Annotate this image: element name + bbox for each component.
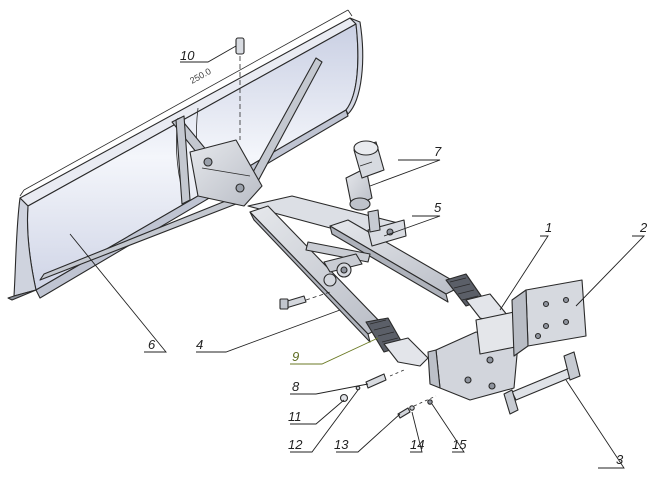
callout-3: 3 <box>616 452 624 467</box>
callout-15: 15 <box>452 437 467 452</box>
leader-4 <box>196 309 341 353</box>
hardware-parts <box>339 369 437 419</box>
mounting-plate-2 <box>511 279 587 357</box>
callout-1: 1 <box>545 220 552 235</box>
dimension-label: 250.0 <box>188 66 213 86</box>
washer-14 <box>409 405 415 411</box>
leader-15 <box>431 403 465 453</box>
leader-7 <box>369 159 441 187</box>
leader-1 <box>499 235 549 311</box>
callout-9: 9 <box>292 349 299 364</box>
leader-12 <box>290 389 359 453</box>
callout-11: 11 <box>288 409 302 424</box>
callout-5: 5 <box>434 200 442 215</box>
callout-12: 12 <box>288 437 303 452</box>
leader-6 <box>69 233 167 353</box>
nut-15 <box>427 399 433 405</box>
callout-leaders <box>69 45 646 469</box>
washer-11 <box>339 393 349 403</box>
leader-14 <box>410 411 423 453</box>
leader-11 <box>290 399 345 425</box>
callout-13: 13 <box>334 437 349 452</box>
bracket-5 <box>367 209 407 247</box>
callout-10: 10 <box>180 48 195 63</box>
pin-8 <box>365 373 387 389</box>
leader-8 <box>290 383 369 395</box>
callout-14: 14 <box>410 437 424 452</box>
bolt-arm <box>279 291 331 310</box>
callout-6: 6 <box>148 337 156 352</box>
leader-13 <box>336 413 401 453</box>
hydraulic-cylinder-7 <box>345 140 385 211</box>
spring-left <box>365 317 429 367</box>
split-pin-12 <box>355 385 361 391</box>
leader-3 <box>565 379 625 469</box>
blade-bracing-frame <box>39 57 323 281</box>
axle-3 <box>503 351 581 415</box>
bolt-13 <box>397 407 411 419</box>
callout-2: 2 <box>639 220 648 235</box>
leader-2 <box>575 235 646 307</box>
callout-8: 8 <box>292 379 300 394</box>
callout-7: 7 <box>434 144 442 159</box>
callout-labels: 10 7 5 1 2 3 4 6 9 8 11 12 13 14 15 <box>148 48 648 467</box>
leader-5 <box>383 215 441 237</box>
leader-10 <box>180 45 237 63</box>
a-frame-4 <box>247 195 463 343</box>
mounting-plate-1 <box>427 311 521 401</box>
leader-9 <box>290 337 379 365</box>
callout-4: 4 <box>196 337 203 352</box>
